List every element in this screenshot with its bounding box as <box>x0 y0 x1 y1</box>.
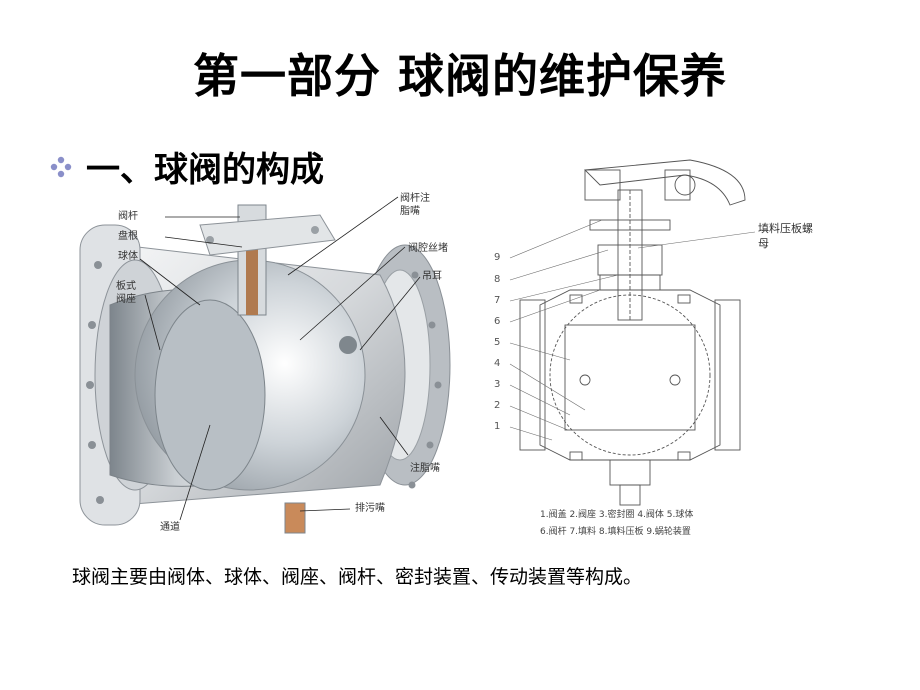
part-number-9: 9 <box>494 252 501 263</box>
label-gland-nut-line1: 填料压板螺 <box>758 222 813 235</box>
part-number-3: 3 <box>494 379 501 390</box>
ball-valve-cutaway-image <box>79 196 451 534</box>
page-title: 第一部分 球阀的维护保养 <box>192 49 727 103</box>
part-number-1: 1 <box>494 421 501 432</box>
part-number-4: 4 <box>494 358 501 369</box>
label-stem-grease-line2: 脂嘴 <box>400 206 420 217</box>
drawing-legend-line2: 6.阀杆 7.填料 8.填料压板 9.蜗轮装置 <box>540 527 691 537</box>
part-number-5: 5 <box>494 337 501 348</box>
ball-valve-section-drawing <box>509 159 756 506</box>
label-seat-line2: 阀座 <box>116 294 136 305</box>
section-heading-row: 一、球阀的构成 <box>50 142 324 191</box>
label-ball: 球体 <box>118 251 138 262</box>
part-number-7: 7 <box>494 295 501 306</box>
label-passage: 通道 <box>160 522 180 533</box>
label-drain: 排污嘴 <box>355 503 385 514</box>
part-number-8: 8 <box>494 274 501 285</box>
part-number-2: 2 <box>494 400 501 411</box>
label-cavity-plug: 阀腔丝堵 <box>408 243 448 254</box>
section-heading: 一、球阀的构成 <box>86 150 324 190</box>
label-gland-nut-line2: 母 <box>758 237 769 250</box>
label-grease-nozzle: 注脂嘴 <box>410 463 440 474</box>
diamond-dots-icon <box>50 156 72 177</box>
label-stem-grease-line1: 阀杆注 <box>400 193 430 204</box>
label-seat-line1: 板式 <box>116 281 136 292</box>
label-lifting-lug: 吊耳 <box>422 271 442 282</box>
drawing-legend-line1: 1.阀盖 2.阀座 3.密封圈 4.阀体 5.球体 <box>540 510 694 520</box>
part-number-6: 6 <box>494 316 501 327</box>
caption-text: 球阀主要由阀体、球体、阀座、阀杆、密封装置、传动装置等构成。 <box>72 566 643 588</box>
label-packing: 盘根 <box>118 231 138 242</box>
label-stem: 阀杆 <box>118 211 138 222</box>
